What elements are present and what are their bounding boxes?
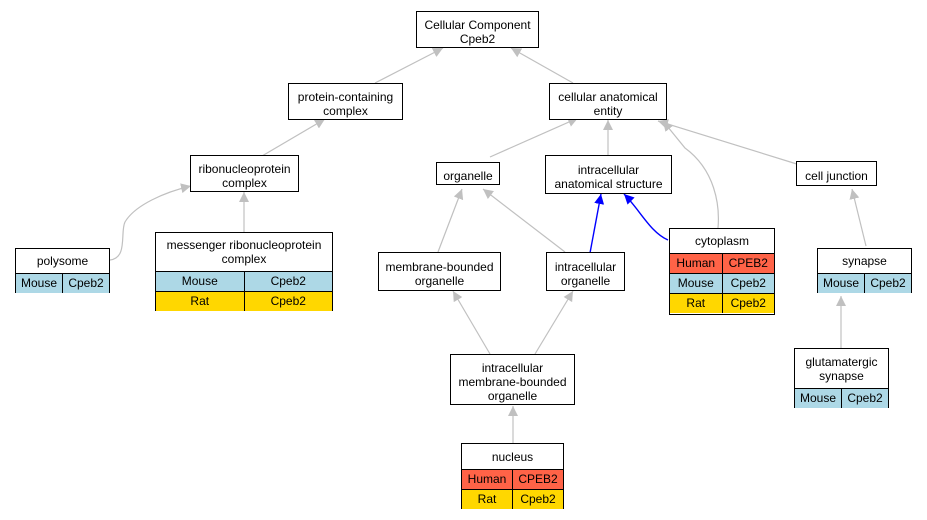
node-title-line: synapse [819,368,864,383]
species-row-mouse: Mouse Cpeb2 [670,273,774,293]
edge-cell-junction-to-entity [657,119,801,166]
gene-label: CPEB2 [721,254,774,273]
species-label: Rat [670,294,722,313]
node-cellular-component[interactable]: Cellular Component Cpeb2 [416,11,539,48]
species-row-rat: Rat Cpeb2 [462,489,563,509]
gene-label: Cpeb2 [864,274,911,293]
node-title-line: membrane-bounded [458,374,567,389]
edge-intracellular-membrane-to-membrane-bounded [452,290,491,355]
node-intracellular-membrane-bounded-organelle[interactable]: intracellular membrane-bounded organelle [450,354,575,405]
edge-intracellular-organelle-to-structure [589,193,605,254]
node-title-line: ribonucleoprotein [198,161,291,176]
edge-cytoplasm-to-entity [662,120,719,229]
node-title-line: cytoplasm [694,234,750,248]
gene-label: Cpeb2 [243,292,332,311]
gene-label: Cpeb2 [841,389,888,408]
node-title-line: organelle [487,388,538,403]
node-title-line: messenger ribonucleoprotein [166,238,322,252]
node-title-line: organelle [560,273,611,288]
node-title-line: entity [593,103,623,118]
species-label: Rat [462,490,512,509]
node-title-line: protein-containing [297,89,394,104]
edge-membrane-bounded-to-organelle [437,188,464,253]
edge-organelle-to-entity [489,117,579,158]
species-row-mouse: Mouse Cpeb2 [795,388,888,408]
node-title-line: synapse [842,254,887,268]
node-intracellular-anatomical-structure[interactable]: intracellular anatomical structure [545,155,672,194]
node-cytoplasm[interactable]: cytoplasm Human CPEB2 Mouse Cpeb2 Rat Cp… [669,228,775,315]
species-row-human: Human CPEB2 [670,253,774,273]
gene-label: CPEB2 [512,470,563,489]
species-label: Rat [156,292,244,311]
node-title-line: Cpeb2 [459,31,496,46]
edge-polysome-to-rnp [109,183,192,261]
node-title-line: complex [221,252,267,266]
node-title-line: Cellular Component [424,17,531,32]
node-title-line: organelle [443,168,493,183]
node-title-line: cellular anatomical [558,89,658,104]
edge-cytoplasm-to-structure [623,193,669,241]
gene-label: Cpeb2 [62,274,109,293]
edge-intracellular-organelle-to-organelle [482,188,566,253]
gene-label: Cpeb2 [243,272,332,291]
edge-cellular-entity-to-root [510,47,574,84]
species-row-human: Human CPEB2 [462,469,563,489]
node-title-line: nucleus [491,449,534,464]
node-nucleus[interactable]: nucleus Human CPEB2 Rat Cpeb2 [461,443,564,509]
node-title-line: intracellular [577,162,640,177]
node-messenger-ribonucleoprotein-complex[interactable]: messenger ribonucleoprotein complex Mous… [155,232,333,311]
node-title-line: complex [222,175,267,190]
gene-label: Cpeb2 [512,490,563,509]
node-title-line: intracellular [554,259,617,274]
node-title-line: glutamatergic [805,354,878,369]
node-title-line: membrane-bounded [385,259,494,274]
edge-synapse-to-cell-junction [849,188,867,247]
species-label: Mouse [16,274,62,293]
node-title-line: complex [323,103,368,118]
species-row-mouse: Mouse Cpeb2 [156,271,332,291]
species-row-rat: Rat Cpeb2 [670,293,774,313]
species-row-mouse: Mouse Cpeb2 [818,273,911,293]
species-label: Mouse [670,274,722,293]
node-protein-containing-complex[interactable]: protein-containing complex [288,83,403,120]
node-title-line: organelle [414,273,465,288]
species-row-rat: Rat Cpeb2 [156,291,332,311]
node-ribonucleoprotein-complex[interactable]: ribonucleoprotein complex [190,155,299,192]
edge-protein-complex-to-root [374,47,444,84]
node-intracellular-organelle[interactable]: intracellular organelle [546,252,625,291]
node-synapse[interactable]: synapse Mouse Cpeb2 [817,248,912,293]
species-label: Human [670,254,722,273]
species-label: Mouse [818,274,864,293]
node-title-line: polysome [36,254,89,268]
node-organelle[interactable]: organelle [436,162,500,185]
species-label: Mouse [156,272,244,291]
node-membrane-bounded-organelle[interactable]: membrane-bounded organelle [378,252,501,291]
node-title-line: anatomical structure [554,176,663,191]
node-glutamatergic-synapse[interactable]: glutamatergic synapse Mouse Cpeb2 [794,348,889,408]
gene-label: Cpeb2 [721,294,774,313]
species-label: Mouse [795,389,841,408]
species-label: Human [462,470,512,489]
node-cell-junction[interactable]: cell junction [796,161,877,186]
species-row-mouse: Mouse Cpeb2 [16,273,109,293]
node-polysome[interactable]: polysome Mouse Cpeb2 [15,248,110,293]
node-cellular-anatomical-entity[interactable]: cellular anatomical entity [549,83,667,120]
gene-label: Cpeb2 [721,274,774,293]
node-title-line: cell junction [805,168,868,183]
node-title-line: intracellular [481,360,544,375]
edge-rnp-to-protein-complex [261,118,326,157]
edge-intracellular-membrane-to-intracellular-organelle [534,290,574,355]
